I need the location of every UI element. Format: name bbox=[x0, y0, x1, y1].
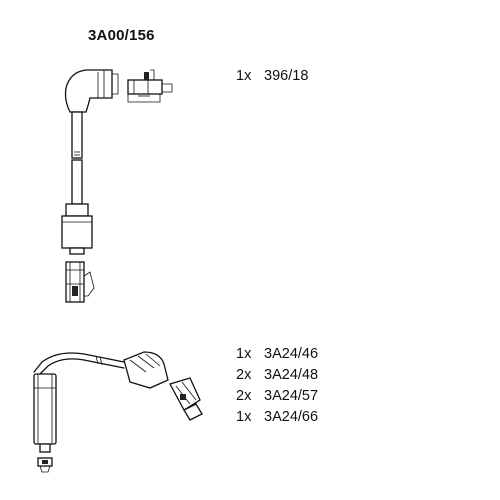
part-qty: 1x bbox=[236, 346, 252, 362]
part-number: 3A24/57 bbox=[264, 388, 319, 404]
part-qty: 2x bbox=[236, 388, 252, 404]
part-qty: 1x bbox=[236, 68, 252, 84]
parts-row: 1x 396/18 bbox=[236, 66, 308, 87]
part-number: 396/18 bbox=[264, 68, 309, 84]
kit-number: 3A00/156 bbox=[88, 27, 155, 44]
top-straight-boot bbox=[61, 203, 93, 255]
parts-list-top: 1x 396/18 bbox=[236, 66, 308, 87]
part-qty: 1x bbox=[236, 409, 252, 425]
parts-list-bottom: 1x 3A24/46 2x 3A24/48 2x 3A24/57 1x 3A24… bbox=[236, 344, 318, 428]
top-cable bbox=[71, 111, 83, 205]
bottom-plug-terminal bbox=[37, 457, 53, 473]
bottom-straight-boot bbox=[33, 373, 57, 453]
parts-row: 1x 3A24/66 bbox=[236, 407, 318, 428]
parts-row: 2x 3A24/48 bbox=[236, 365, 318, 386]
bottom-cable bbox=[33, 352, 125, 375]
top-straight-terminal bbox=[65, 261, 95, 303]
part-number: 3A24/46 bbox=[264, 346, 319, 362]
parts-row: 1x 3A24/46 bbox=[236, 344, 318, 365]
part-number: 3A24/48 bbox=[264, 367, 319, 383]
bottom-boot-terminal bbox=[169, 377, 203, 421]
part-qty: 2x bbox=[236, 367, 252, 383]
parts-row: 2x 3A24/57 bbox=[236, 386, 318, 407]
top-boot-terminal bbox=[127, 69, 173, 103]
bottom-angled-boot bbox=[123, 351, 169, 389]
part-number: 3A24/66 bbox=[264, 409, 319, 425]
top-angled-boot bbox=[64, 69, 119, 113]
